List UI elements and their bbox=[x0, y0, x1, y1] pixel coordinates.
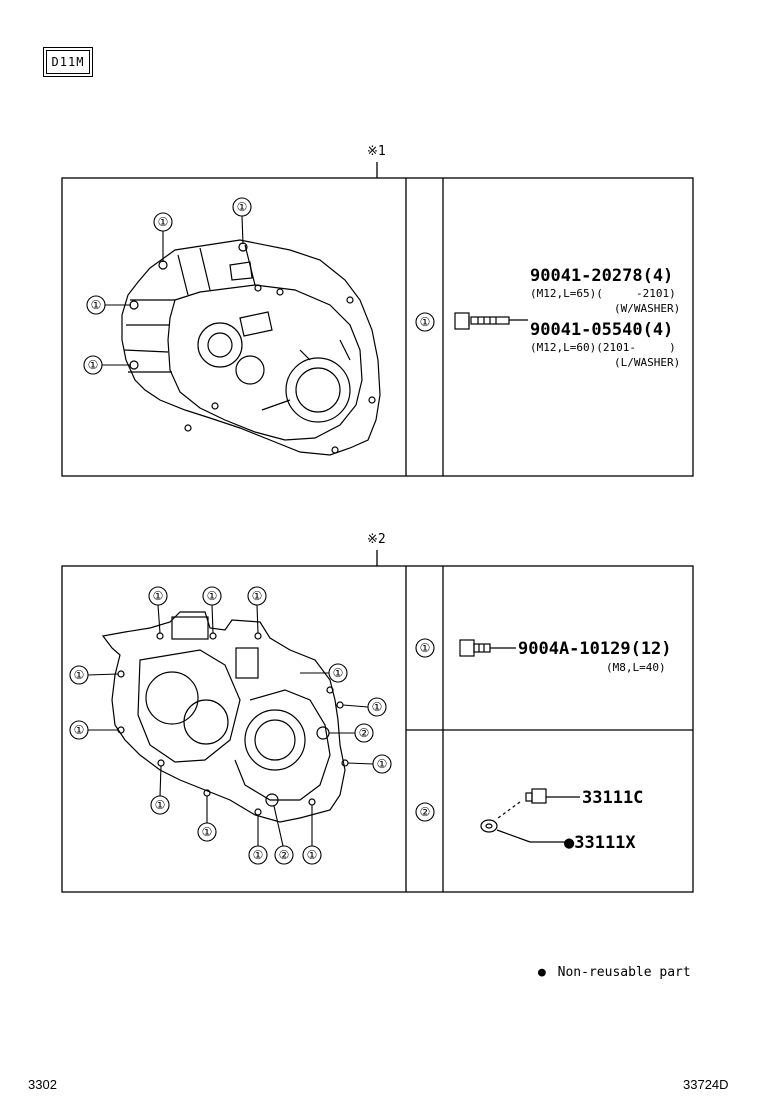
row-ref-2-2: ② bbox=[420, 805, 431, 819]
part-number-33111C[interactable]: 33111C bbox=[582, 788, 644, 808]
legend: ● Non-reusable part bbox=[538, 965, 691, 980]
callout-2-a: ① bbox=[153, 589, 164, 603]
callout-2-g: ① bbox=[372, 700, 383, 714]
bolt-icon bbox=[459, 639, 516, 657]
part-number-9004A-10129[interactable]: 9004A-10129(12) bbox=[518, 639, 672, 659]
part-number-90041-05540[interactable]: 90041-05540(4) bbox=[530, 320, 674, 340]
part-spec-1a: (M12,L=65)( -2101) bbox=[530, 287, 676, 300]
callout-2-c: ① bbox=[252, 589, 263, 603]
legend-text: Non-reusable part bbox=[557, 965, 691, 980]
callout-2-i: ① bbox=[377, 757, 388, 771]
row-ref-1: ① bbox=[420, 315, 431, 329]
section2-mark: ※2 bbox=[367, 532, 386, 547]
transaxle-case-drawing bbox=[101, 611, 349, 823]
callout-1-c: ① bbox=[91, 298, 102, 312]
part-spec-1a-washer: (W/WASHER) bbox=[614, 302, 681, 315]
callout-2-m: ② bbox=[279, 848, 290, 862]
part-spec-2a: (M8,L=40) bbox=[606, 661, 666, 674]
non-reusable-bullet-icon: ● bbox=[538, 965, 546, 980]
page-number-left: 3302 bbox=[28, 1077, 57, 1092]
callout-1-a: ① bbox=[158, 215, 169, 229]
part-number-33111X[interactable]: ●33111X bbox=[564, 833, 636, 853]
part-spec-1b: (M12,L=60)(2101- ) bbox=[530, 341, 676, 354]
callout-2-k: ① bbox=[202, 825, 213, 839]
drain-plug-icon bbox=[497, 788, 580, 819]
callout-2-f: ① bbox=[333, 666, 344, 680]
transaxle-housing-drawing bbox=[121, 239, 381, 456]
part-number-90041-20278[interactable]: 90041-20278(4) bbox=[530, 266, 674, 286]
callout-2-n: ① bbox=[307, 848, 318, 862]
callout-2-d: ① bbox=[74, 668, 85, 682]
callout-1-b: ① bbox=[237, 200, 248, 214]
callout-2-l: ① bbox=[253, 848, 264, 862]
gasket-icon bbox=[480, 819, 565, 843]
callout-2-h: ② bbox=[359, 726, 370, 740]
page-number-right: 33724D bbox=[683, 1077, 729, 1092]
callout-2-j: ① bbox=[155, 798, 166, 812]
callout-2-e: ① bbox=[74, 723, 85, 737]
diagram-code-tag: D11M bbox=[43, 47, 93, 77]
flange-bolt-icon bbox=[454, 312, 528, 330]
callout-2-b: ① bbox=[207, 589, 218, 603]
callout-1-d: ① bbox=[88, 358, 99, 372]
section1-mark: ※1 bbox=[367, 144, 386, 159]
part-spec-1b-washer: (L/WASHER) bbox=[614, 356, 681, 369]
row-ref-2-1: ① bbox=[420, 641, 431, 655]
